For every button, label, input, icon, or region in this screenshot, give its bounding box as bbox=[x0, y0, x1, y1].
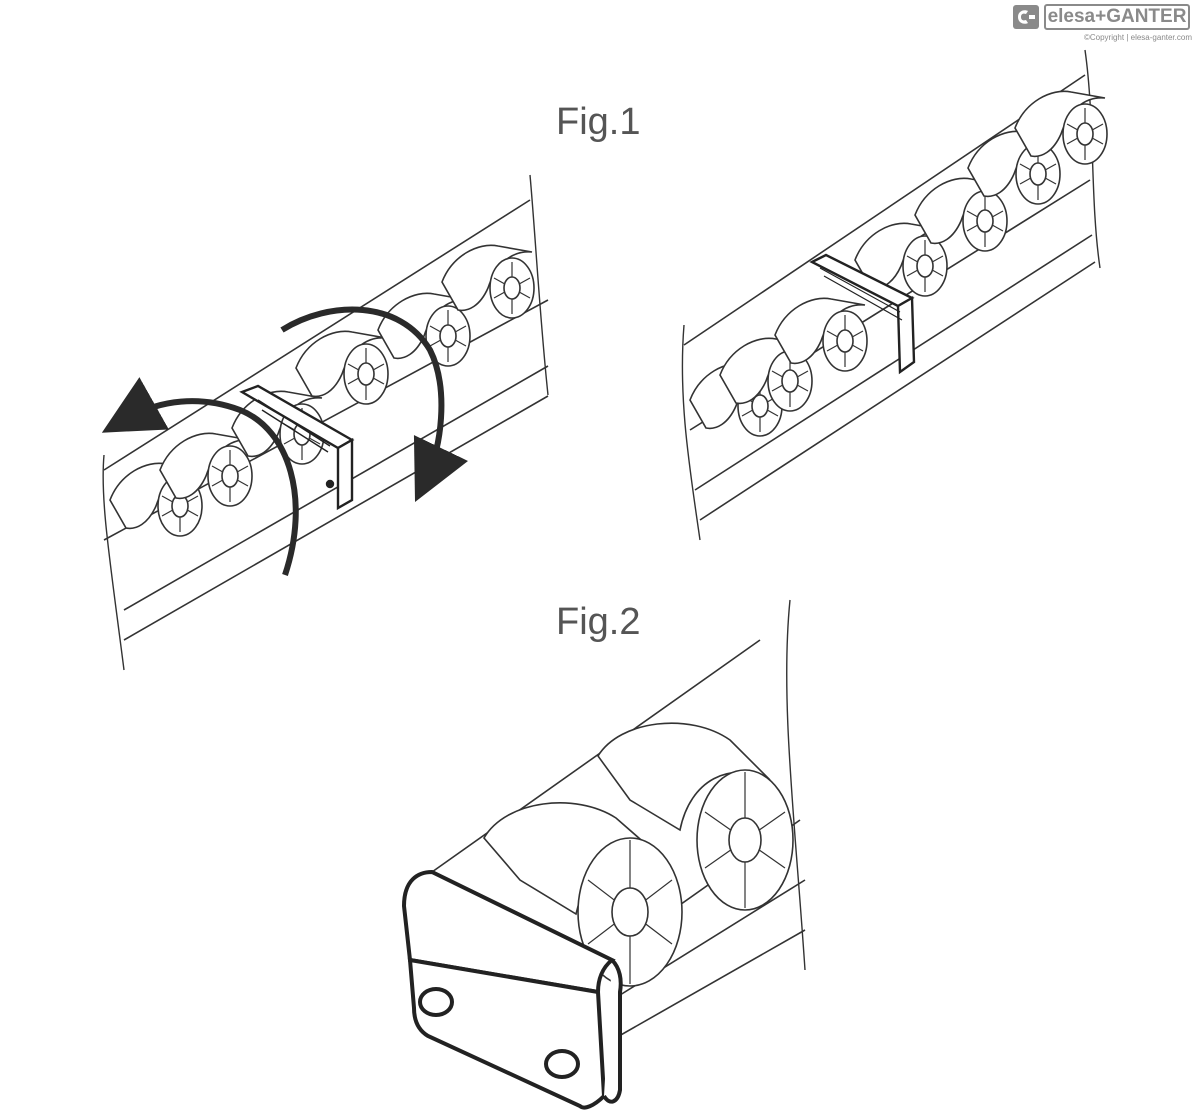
installed-clip bbox=[809, 253, 916, 375]
rail-side-top bbox=[123, 365, 549, 611]
rail-side-bottom bbox=[123, 395, 549, 641]
logo-mark-icon bbox=[1012, 4, 1040, 30]
rail-side-top bbox=[694, 234, 1093, 491]
fig1-left-track bbox=[101, 174, 549, 671]
roller bbox=[1014, 90, 1108, 165]
rotate-arrow-left-icon bbox=[101, 377, 299, 576]
joint-clip bbox=[239, 384, 355, 511]
figure-2-label: Fig.2 bbox=[556, 601, 641, 643]
end-cap bbox=[401, 869, 623, 1110]
track-cut-left bbox=[102, 454, 125, 671]
rail-top-back bbox=[103, 199, 531, 471]
fig1-right-track bbox=[681, 49, 1108, 541]
figure-1-label: Fig.1 bbox=[556, 101, 641, 143]
cap-hole-left bbox=[418, 987, 454, 1017]
logo-wordmark: elesa+GANTER bbox=[1044, 4, 1190, 30]
track-cut-right bbox=[529, 174, 549, 396]
copyright-text[interactable]: ©Copyright | elesa-ganter.com bbox=[1083, 33, 1192, 42]
roller bbox=[441, 244, 535, 319]
track-cut-right bbox=[786, 599, 806, 971]
roller bbox=[597, 722, 794, 911]
rail-side-bottom bbox=[611, 929, 806, 1041]
rail-side-bottom bbox=[699, 261, 1096, 521]
roller bbox=[483, 802, 683, 987]
fig2-end-cap-track bbox=[401, 599, 806, 1110]
rotate-arrow-right-icon bbox=[280, 306, 469, 503]
track-cut-left bbox=[681, 324, 701, 541]
roller bbox=[295, 330, 389, 405]
brand-logo: elesa+GANTER ©Copyright | elesa-ganter.c… bbox=[1012, 4, 1192, 44]
roller bbox=[774, 297, 868, 372]
roller bbox=[159, 432, 253, 507]
cap-hole-right bbox=[544, 1049, 580, 1079]
